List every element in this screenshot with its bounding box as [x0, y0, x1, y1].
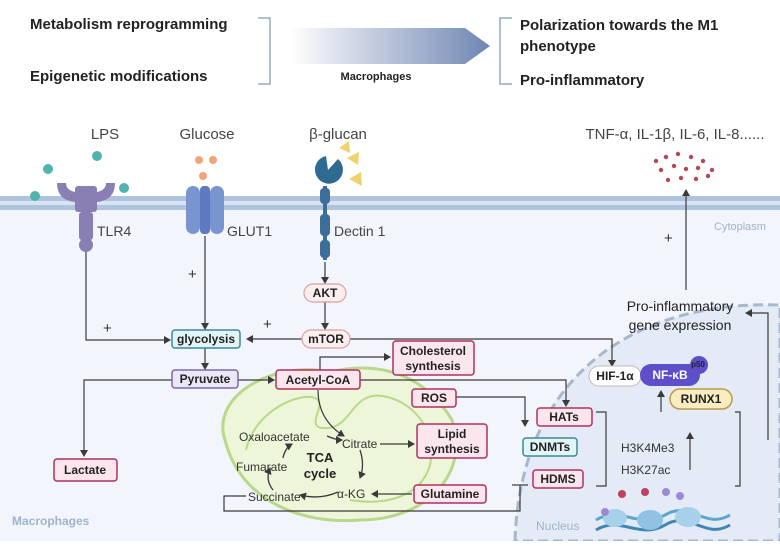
nfkb-label: NF-κB: [652, 368, 688, 382]
nfkb-node: [640, 364, 700, 386]
macrophage-arrow-label: Macrophages: [341, 71, 412, 83]
pyruvate-node: [171, 369, 239, 389]
acetyl-coa-label: Acetyl-CoA: [286, 373, 351, 387]
dectin1-label: Dectin 1: [334, 223, 386, 239]
lps-particle: [119, 183, 129, 193]
beta-glucan-label: β-glucan: [309, 126, 367, 143]
pyruvate-label: Pyruvate: [180, 372, 231, 386]
lps-particle: [30, 191, 40, 201]
beta-glucan-particle: [339, 141, 350, 153]
tlr4-receptor: [57, 183, 115, 252]
glycolysis-node: [171, 329, 241, 349]
glucose-particle: [209, 156, 217, 164]
glutamine-label: Glutamine: [421, 487, 480, 501]
hif1a-label: HIF-1α: [596, 369, 634, 383]
glucose-particle: [199, 172, 207, 180]
cholesterol-label-1: Cholesterol: [400, 344, 466, 358]
plus-sign: +: [188, 266, 197, 283]
mtor-node: [301, 329, 351, 349]
nucleus-label: Nucleus: [536, 519, 579, 533]
lps-particle: [92, 151, 102, 161]
dnmts-label: DNMTs: [530, 440, 571, 454]
gene-expression-line1: Pro-inflammatory: [627, 298, 734, 314]
p50-subunit: [690, 356, 708, 374]
runx1-label: RUNX1: [681, 392, 722, 406]
lactate-label: Lactate: [64, 463, 106, 477]
cholesterol-label-2: synthesis: [405, 359, 461, 373]
tca-cycle-arrows: [264, 435, 366, 501]
macrophages-label: Macrophages: [12, 514, 90, 528]
glut1-label: GLUT1: [227, 223, 272, 239]
h3k4me3-label: H3K4Me3: [621, 441, 675, 455]
tca-oxaloacetate: Oxaloacetate: [239, 430, 310, 444]
header-phenotype: phenotype: [520, 38, 596, 55]
lactate-node: [53, 458, 118, 482]
lipid-label-1: Lipid: [438, 427, 467, 441]
beta-glucan-ligand: [314, 156, 343, 184]
left-bracket: [258, 17, 271, 85]
tca-title-1: TCA: [307, 450, 334, 465]
hats-node: [536, 407, 593, 427]
glycolysis-label: glycolysis: [177, 332, 235, 346]
plus-sign: +: [103, 320, 112, 337]
dnmts-node: [522, 437, 578, 457]
membrane-core: [0, 201, 780, 205]
lipid-synthesis-node: [416, 423, 488, 459]
plus-sign: +: [664, 230, 673, 247]
membrane-outer: [0, 196, 780, 201]
lps-particle: [43, 164, 53, 174]
h3k27ac-label: H3K27ac: [621, 463, 670, 477]
tca-title-2: cycle: [304, 466, 337, 481]
right-bracket: [499, 17, 512, 85]
gene-expression-line2: gene expression: [629, 317, 732, 333]
macrophage-arrow: [290, 28, 490, 64]
tlr4-label: TLR4: [97, 223, 131, 239]
header-metabolism: Metabolism reprogramming: [30, 16, 228, 33]
glutamine-node: [413, 484, 487, 504]
plus-sign: +: [263, 316, 272, 333]
header-epigenetic: Epigenetic modifications: [30, 68, 208, 85]
cytoplasm-label: Cytoplasm: [714, 221, 766, 233]
lipid-label-2: synthesis: [424, 442, 480, 456]
hdms-label: HDMS: [540, 472, 575, 486]
cytokine-particles: [653, 151, 715, 183]
header-polarization: Polarization towards the M1: [520, 17, 718, 34]
chromatin-dna: [595, 488, 731, 532]
dectin1-receptor: [320, 186, 330, 260]
cytokines-label: TNF-α, IL-1β, IL-6, IL-8......: [585, 126, 764, 143]
mtor-label: mTOR: [308, 332, 344, 346]
glucose-particle: [195, 156, 203, 164]
akt-label: AKT: [313, 286, 338, 300]
hdms-node: [532, 469, 584, 489]
ros-node: [411, 388, 457, 408]
glut1-transporter: [186, 186, 224, 234]
tca-akg: α-KG: [337, 487, 365, 501]
beta-glucan-particle: [349, 172, 362, 186]
tca-citrate: Citrate: [342, 437, 378, 451]
akt-node: [303, 283, 347, 303]
header-proinflammatory: Pro-inflammatory: [520, 72, 645, 89]
acetyl-coa-node: [275, 369, 361, 390]
p50-label: p50: [691, 360, 705, 369]
tca-fumarate: Fumarate: [236, 460, 288, 474]
cholesterol-synthesis-node: [392, 340, 475, 376]
runx1-node: [669, 388, 733, 410]
glucose-label: Glucose: [179, 126, 234, 143]
membrane-inner: [0, 205, 780, 210]
ros-label: ROS: [421, 391, 447, 405]
pathway-arrows: [80, 189, 769, 512]
hats-label: HATs: [549, 410, 579, 424]
tca-succinate: Succinate: [248, 490, 301, 504]
lps-label: LPS: [91, 126, 119, 143]
beta-glucan-particle: [347, 152, 359, 165]
